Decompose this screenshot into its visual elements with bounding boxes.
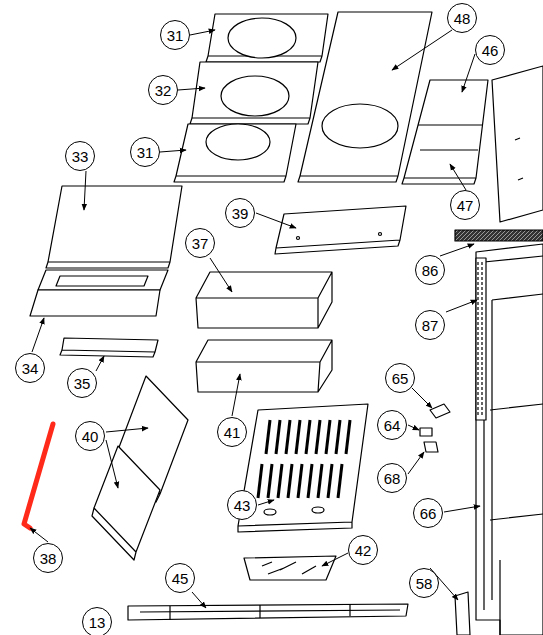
callout-number: 45	[165, 563, 195, 593]
plate-46	[402, 80, 488, 184]
grate-slot	[308, 464, 312, 498]
block-37	[196, 272, 332, 328]
grate-42	[244, 556, 336, 580]
grate-slot	[288, 464, 292, 498]
callout-number: 40	[75, 421, 105, 451]
grate-slot	[276, 420, 280, 454]
callout-number: 34	[15, 353, 45, 383]
callout-number: 41	[217, 417, 247, 447]
stove-top	[492, 66, 543, 222]
part-68	[424, 442, 438, 452]
callout-number: 32	[148, 75, 178, 105]
block-41	[196, 340, 332, 392]
callout-number: 39	[225, 198, 255, 228]
part-65	[430, 404, 450, 418]
plate-32	[190, 62, 318, 124]
plate-39	[275, 206, 406, 254]
grate-slot	[336, 420, 340, 454]
grate-slot	[306, 420, 310, 454]
bar-35	[60, 338, 158, 357]
plate-31	[206, 14, 328, 62]
grate-slot	[316, 420, 320, 454]
grate-43	[238, 404, 368, 532]
callout-number: 13	[82, 607, 112, 635]
callout-number: 43	[227, 490, 257, 520]
grate-slot	[296, 420, 300, 454]
callout-number: 87	[415, 310, 445, 340]
callout-number: 33	[65, 141, 95, 171]
callout-number: 31	[160, 20, 190, 50]
callout-number: 38	[33, 543, 63, 573]
slab-40b	[92, 446, 160, 560]
grate-slot	[346, 420, 350, 454]
plate-33	[46, 186, 182, 268]
callout-number: 65	[385, 363, 415, 393]
grate-slot	[266, 420, 270, 454]
grate-slot	[318, 464, 322, 498]
callout-number: 37	[185, 228, 215, 258]
bar-45	[128, 604, 408, 620]
grate-slot	[326, 420, 330, 454]
callout-number: 47	[450, 190, 480, 220]
grate-slot	[328, 464, 332, 498]
callout-number: 42	[348, 535, 378, 565]
callout-number: 68	[377, 463, 407, 493]
plate-31b	[174, 124, 296, 182]
callout-number: 46	[475, 35, 505, 65]
callout-number: 64	[377, 410, 407, 440]
bar-86	[455, 230, 543, 241]
callout-number: 66	[413, 498, 443, 528]
grate-slot	[278, 464, 282, 498]
part-64	[420, 428, 432, 436]
callout-number: 58	[409, 568, 439, 598]
part-38	[24, 424, 53, 528]
grate-slot	[286, 420, 290, 454]
grate-slot	[258, 464, 262, 498]
callout-number: 86	[415, 255, 445, 285]
leader-lines	[30, 30, 480, 608]
grate-slot	[338, 464, 342, 498]
stove-frame	[476, 244, 543, 635]
callout-number: 48	[447, 3, 477, 33]
callout-number: 35	[67, 368, 97, 398]
plate-34a	[38, 270, 168, 290]
grate-slot	[268, 464, 272, 498]
plate-34	[30, 290, 160, 316]
bar-87	[476, 258, 486, 420]
grate-slot	[298, 464, 302, 498]
callout-number: 31	[130, 137, 160, 167]
